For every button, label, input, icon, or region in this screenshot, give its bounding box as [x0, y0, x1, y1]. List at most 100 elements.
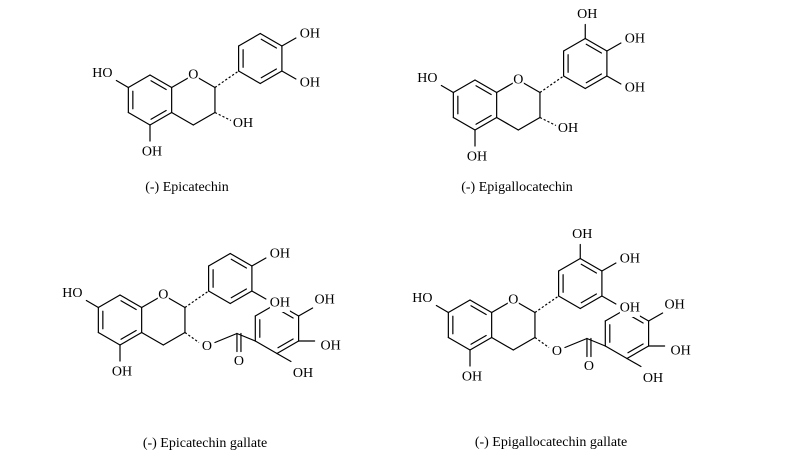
label-mask [417, 69, 438, 88]
label-mask [62, 284, 83, 303]
ring-bond [447, 336, 471, 351]
double-bond [150, 80, 167, 91]
ring-bond [447, 299, 471, 314]
ring-bond [149, 74, 173, 89]
bond [606, 42, 622, 52]
ring-bond [563, 75, 586, 90]
label-mask [512, 71, 524, 89]
bond [435, 304, 449, 314]
ring-bond [491, 336, 514, 351]
double-bond [277, 338, 294, 349]
label-mask [320, 337, 341, 355]
label-mask [467, 148, 487, 166]
double-bond [260, 38, 278, 49]
atom-label-oc: O [234, 354, 244, 369]
label-mask [664, 296, 685, 314]
label-mask [624, 79, 645, 97]
hashed-bond [534, 337, 550, 348]
ring-bond [97, 294, 121, 309]
label-mask [269, 245, 290, 263]
double-bond [627, 343, 644, 354]
atom-label-oh4p: OH [620, 252, 640, 267]
double-bond [260, 68, 278, 79]
bond-layer [85, 23, 666, 368]
double-bond [470, 305, 487, 316]
ring-bond [141, 331, 164, 346]
atom-label-o1: O [508, 293, 518, 308]
ring-bond [469, 336, 493, 351]
atom-label-oh5: OH [462, 370, 482, 385]
atom-label-g_oh5: OH [643, 371, 663, 386]
atom-label-oh5: OH [112, 365, 132, 380]
ring-bond [127, 74, 151, 89]
atom-label-g_oh4: OH [670, 344, 690, 359]
double-bond [475, 85, 492, 96]
label-mask [412, 289, 433, 308]
label-mask [201, 337, 213, 356]
double-bond [120, 300, 137, 311]
label-mask [142, 143, 162, 161]
ring-bond [452, 116, 476, 131]
atom-label-oh3: OH [233, 116, 253, 131]
ring-bond [558, 257, 581, 272]
label-mask [187, 66, 199, 84]
label-mask [299, 74, 320, 92]
ring-bond [254, 340, 278, 355]
ring-bond [208, 290, 231, 305]
ring-bond [604, 345, 628, 360]
hashed-bond [214, 70, 239, 88]
label-mask [583, 357, 595, 376]
label-mask [232, 114, 253, 133]
bond [298, 307, 314, 317]
bond [85, 299, 99, 309]
label-mask [572, 225, 593, 244]
atom-label-g_oh5: OH [293, 366, 313, 381]
ring-bond [208, 252, 231, 267]
bond [440, 84, 454, 94]
bond [564, 337, 588, 349]
atom-label-layer: OHOOHOHOHOHOHOOHOHOHOHOHOHOOHOHOHOOOHOHO… [62, 5, 691, 388]
label-mask [92, 64, 113, 83]
bond [115, 79, 129, 89]
atom-label-oc: O [584, 359, 594, 374]
bond [276, 352, 292, 363]
double-bond [150, 109, 167, 120]
double-bond [230, 258, 248, 269]
ring-bond [259, 70, 283, 85]
ring-bond [584, 37, 608, 52]
label-mask [157, 286, 169, 304]
ring-bond [238, 70, 261, 85]
atom-label-oh7: HO [412, 291, 432, 306]
ring-bond [171, 111, 194, 126]
atom-label-oh3: OH [558, 121, 578, 136]
ring-bond [229, 252, 253, 267]
label-mask [112, 363, 132, 381]
hashed-bond [534, 295, 559, 313]
bond [601, 295, 617, 305]
ring-bond [517, 116, 541, 131]
bond [586, 337, 606, 347]
label-mask [292, 364, 313, 383]
ring-bond [584, 75, 608, 90]
ring-bond [238, 32, 261, 47]
atom-label-o1: O [513, 73, 523, 88]
ring-bond [192, 111, 216, 126]
atom-label-o1: O [188, 68, 198, 83]
double-bond [585, 73, 603, 84]
label-mask [557, 119, 578, 138]
ring-bond [474, 116, 498, 131]
hashed-bond [214, 111, 232, 122]
ring-bond [512, 336, 536, 351]
label-mask [642, 369, 663, 388]
bond [601, 262, 617, 272]
double-bond [580, 293, 598, 304]
label-mask [670, 342, 691, 360]
ring-bond [579, 295, 603, 310]
atom-label-g_oh3: OH [664, 298, 684, 313]
ring-bond [626, 345, 650, 360]
atom-label-oh3p: OH [625, 81, 645, 96]
bond [251, 257, 267, 267]
ring-bond [162, 331, 186, 346]
label-mask [619, 299, 640, 317]
ring-bond [97, 331, 121, 346]
